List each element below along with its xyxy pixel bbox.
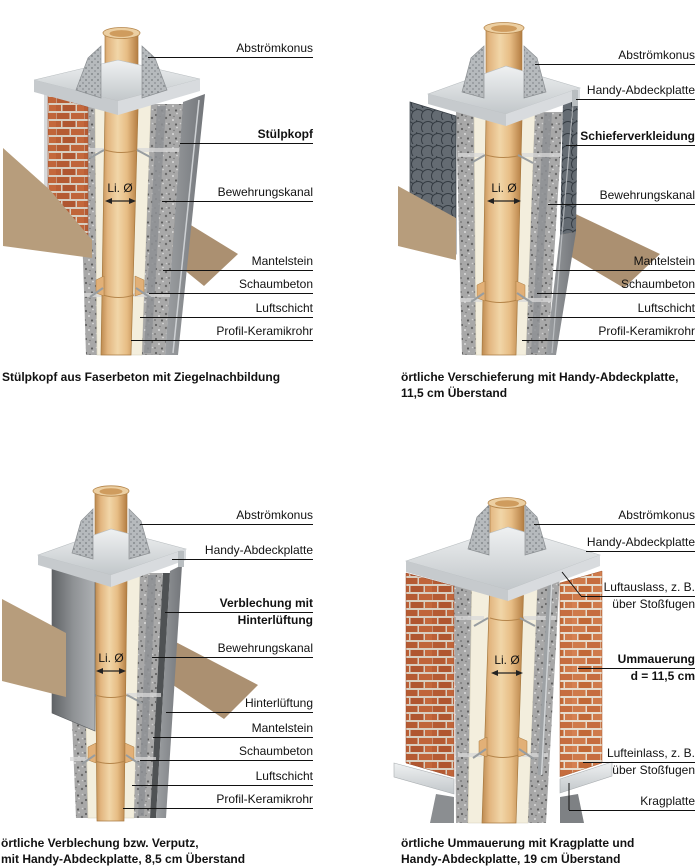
callout-line1: Lufteinlass, z. B.: [606, 746, 695, 760]
panel-ummauerung: Li. Ø Abströmkonus Handy-Abdeckplatte Lu…: [348, 433, 697, 867]
figure-caption: örtliche Verschieferung mit Handy-Abdeck…: [401, 369, 678, 401]
callout-handy-abdeckplatte: Handy-Abdeckplatte: [586, 535, 695, 552]
brick-masonry-right: [559, 570, 603, 778]
roof-plane-right: [563, 208, 660, 288]
callout-bewehrungskanal: Bewehrungskanal: [162, 185, 313, 202]
callout-luftschicht: Luftschicht: [132, 769, 313, 786]
caption-line2: 11,5 cm Überstand: [401, 386, 508, 400]
figure-caption: Stülpkopf aus Faserbeton mit Ziegelnachb…: [2, 370, 281, 384]
callout-profil-keramikrohr: Profil-Keramikrohr: [131, 324, 313, 341]
callout-lufteinlass: Lufteinlass, z. B. über Stoßfugen: [583, 746, 695, 777]
callout-luftschicht: Luftschicht: [528, 301, 695, 318]
callout-abstroemkonus: Abströmkonus: [148, 41, 313, 58]
caption-line1: örtliche Verblechung bzw. Verputz,: [1, 836, 199, 850]
inner-diameter-label: Li. Ø: [98, 651, 124, 665]
callout-mantelstein: Mantelstein: [163, 254, 313, 271]
panel-verschieferung: Li. Ø Abströmkonus Handy-Abdeckplatte Sc…: [348, 0, 697, 434]
callout-line2: d = 11,5 cm: [630, 669, 695, 683]
callout-line2: über Stoßfugen: [612, 763, 695, 777]
roof-plane-left: [2, 599, 66, 697]
roof-plane-left: [398, 186, 456, 260]
callout-line1: Ummauerung: [617, 652, 695, 666]
bewehrungskanal-channel: [144, 106, 166, 353]
callout-schaumbeton: Schaumbeton: [140, 744, 313, 761]
callout-schaumbeton: Schaumbeton: [537, 277, 695, 294]
callout-hinterlueftung: Hinterlüftung: [166, 696, 313, 713]
callout-handy-abdeckplatte: Handy-Abdeckplatte: [172, 543, 313, 560]
callout-mantelstein: Mantelstein: [553, 254, 695, 271]
bewehrungskanal-rod: [537, 550, 555, 776]
panel-stuelpkopf: Li. Ø Abströmkonus Stülpkopf Bewehrungsk…: [0, 0, 349, 434]
right-face: [156, 565, 182, 818]
callout-kragplatte: Kragplatte: [569, 794, 695, 811]
callout-line1: Verblechung mit: [219, 596, 313, 610]
callout-abstroemkonus: Abströmkonus: [140, 508, 313, 525]
leader-ticks: [561, 571, 582, 810]
caption-line1: örtliche Ummauerung mit Kragplatte und: [401, 836, 635, 850]
chimney-diagram-verblechung: [2, 485, 258, 822]
callout-line2: Hinterlüftung: [237, 613, 313, 627]
callout-ummauerung: Ummauerung d = 11,5 cm: [578, 652, 695, 683]
anchor-ties: [89, 149, 153, 299]
right-face: [165, 94, 205, 355]
callout-handy-abdeckplatte: Handy-Abdeckplatte: [576, 83, 695, 100]
roof-plane-left: [3, 148, 92, 258]
inner-diameter-label: Li. Ø: [494, 653, 520, 667]
callout-schaumbeton: Schaumbeton: [149, 277, 313, 294]
callout-abstroemkonus: Abströmkonus: [534, 508, 695, 525]
bewehrungskanal-channel: [531, 113, 552, 353]
panel-verblechung: Li. Ø Abströmkonus Handy-Abdeckplatte Ve…: [0, 433, 349, 867]
callout-verblechung: Verblechung mit Hinterlüftung: [165, 596, 313, 627]
inner-diameter-label: Li. Ø: [491, 181, 517, 195]
callout-profil-keramikrohr: Profil-Keramikrohr: [522, 324, 695, 341]
diameter-arrow-icon: [96, 668, 126, 674]
brick-masonry-left: [405, 572, 455, 778]
callout-mantelstein: Mantelstein: [153, 721, 313, 738]
caption-line2: Handy-Abdeckplatte, 19 cm Überstand: [401, 852, 621, 866]
caption-line2: mit Handy-Abdeckplatte, 8,5 cm Überstand: [1, 852, 246, 866]
callout-line2: über Stoßfugen: [612, 597, 695, 611]
figure-caption: örtliche Ummauerung mit Kragplatte und H…: [401, 835, 634, 867]
diameter-arrow-icon: [105, 198, 136, 204]
chimney-diagram-ummauerung: [393, 497, 613, 824]
diameter-arrow-icon: [491, 670, 523, 676]
callout-stuelpkopf: Stülpkopf: [180, 127, 313, 144]
callout-luftauslass: Luftauslass, z. B. über Stoßfugen: [581, 580, 695, 611]
callout-profil-keramikrohr: Profil-Keramikrohr: [123, 792, 313, 809]
callout-schieferverkleidung: Schieferverkleidung: [566, 129, 695, 146]
inner-diameter-label: Li. Ø: [107, 181, 133, 195]
callout-line1: Luftauslass, z. B.: [603, 580, 695, 594]
callout-abstroemkonus: Abströmkonus: [535, 48, 695, 65]
roof-plane-right: [170, 639, 258, 719]
kragplatte: [393, 762, 455, 795]
caption-line1: örtliche Verschieferung mit Handy-Abdeck…: [401, 370, 679, 384]
callout-luftschicht: Luftschicht: [140, 301, 313, 318]
callout-bewehrungskanal: Bewehrungskanal: [548, 188, 695, 205]
diameter-arrow-icon: [487, 198, 521, 204]
figure-caption: örtliche Verblechung bzw. Verputz, mit H…: [1, 835, 245, 867]
callout-bewehrungskanal: Bewehrungskanal: [152, 641, 313, 658]
chimney-diagram-stuelpkopf: [3, 27, 238, 356]
